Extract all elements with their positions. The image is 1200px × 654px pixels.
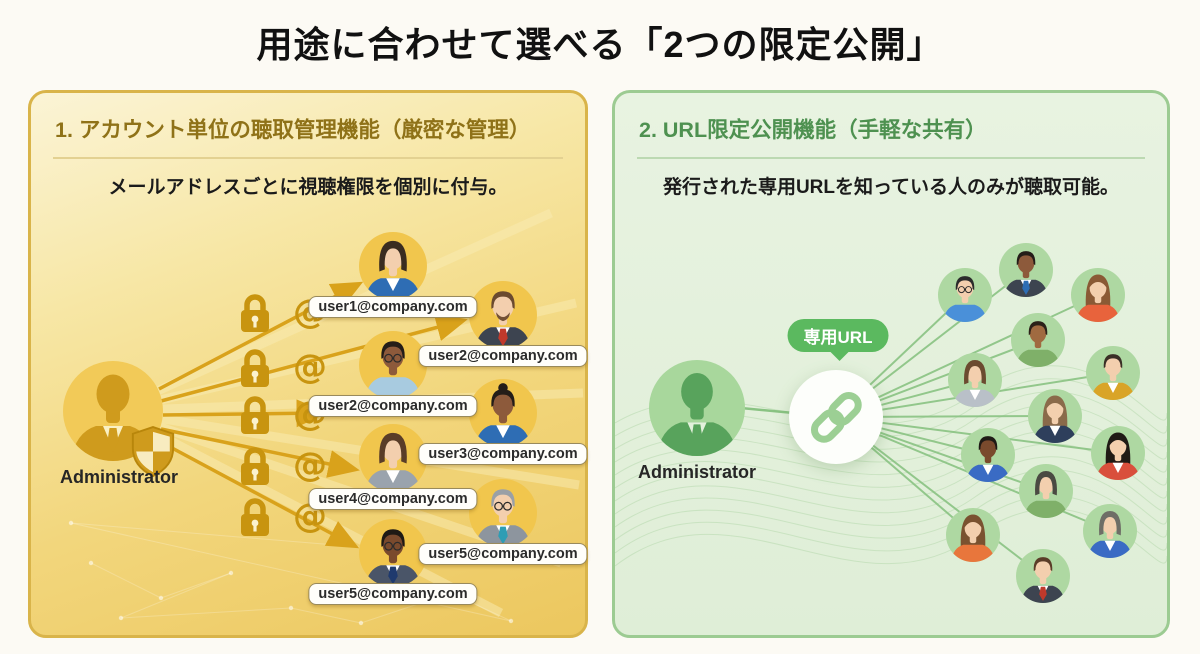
- constellation-line: [290, 607, 362, 624]
- email-label: user1@company.com: [308, 296, 478, 318]
- administrator-label: Administrator: [59, 467, 179, 487]
- wave-decoration: [615, 456, 1167, 515]
- wave-decoration: [615, 469, 1167, 528]
- user-avatar: [359, 424, 427, 492]
- account-permission-panel: @@@@@Administratoruser1@company.comuser2…: [28, 90, 588, 638]
- person-avatar-icon: [1086, 346, 1140, 400]
- person-avatar-icon: [469, 281, 537, 349]
- user-avatar: [469, 479, 537, 547]
- email-label: user4@company.com: [308, 488, 478, 510]
- user-avatar: [961, 428, 1015, 482]
- person-avatar-icon: [999, 243, 1053, 297]
- lock-icon: [241, 294, 269, 332]
- constellation-dot: [228, 570, 234, 576]
- administrator-icon: [649, 360, 745, 456]
- left-panel-divider: [53, 157, 563, 159]
- lock-icon: [241, 396, 269, 434]
- person-avatar-icon: [359, 232, 427, 300]
- person-avatar-icon: [359, 331, 427, 399]
- administrator-label: Administrator: [637, 462, 757, 482]
- user-avatar: [1071, 268, 1125, 322]
- lock-icon: [241, 349, 269, 387]
- constellation-line: [120, 607, 292, 619]
- user-avatar: [469, 379, 537, 447]
- user-avatar: [359, 331, 427, 399]
- email-label: user2@company.com: [418, 345, 588, 367]
- constellation-dot: [508, 618, 514, 624]
- person-avatar-icon: [359, 519, 427, 587]
- dedicated-url-badge: 専用URL: [787, 319, 889, 361]
- person-avatar-icon: [359, 424, 427, 492]
- person-avatar-icon: [469, 479, 537, 547]
- right-panel-heading: 2. URL限定公開機能（手軽な共有）: [639, 118, 987, 142]
- user-avatar: [948, 353, 1002, 407]
- constellation-dot: [88, 560, 94, 566]
- person-avatar-icon: [1019, 464, 1073, 518]
- user-avatar: [999, 243, 1053, 297]
- constellation-line: [120, 572, 232, 619]
- person-avatar-icon: [1091, 426, 1145, 480]
- left-panel-heading: 1. アカウント単位の聴取管理機能（厳密な管理）: [55, 118, 531, 142]
- page-title: 用途に合わせて選べる「2つの限定公開」: [256, 24, 944, 65]
- user-avatar: [1028, 389, 1082, 443]
- person-avatar-icon: [961, 428, 1015, 482]
- administrator-avatar: [649, 360, 745, 456]
- email-label: user3@company.com: [418, 443, 588, 465]
- person-avatar-icon: [1011, 313, 1065, 367]
- grant-arrow: [158, 439, 360, 549]
- person-avatar-icon: [946, 508, 1000, 562]
- email-label: user5@company.com: [308, 583, 478, 605]
- user-avatar: [1019, 464, 1073, 518]
- user-avatar: [1083, 504, 1137, 558]
- ray-decoration: [112, 406, 580, 490]
- person-avatar-icon: [1083, 504, 1137, 558]
- ray-decoration: [110, 407, 504, 617]
- constellation-dot: [288, 605, 294, 611]
- at-icon: @: [293, 347, 327, 387]
- at-icon: @: [293, 445, 327, 485]
- left-panel-subtitle: メールアドレスごとに視聴権限を個別に付与。: [108, 177, 508, 198]
- left-connectors-layer: @@@@@: [68, 208, 584, 626]
- user-avatar: [938, 268, 992, 322]
- shield-icon: [131, 426, 175, 478]
- right-panel-divider: [637, 157, 1145, 159]
- grant-arrow: [160, 313, 468, 403]
- user-avatar: [359, 519, 427, 587]
- user-avatar: [1086, 346, 1140, 400]
- lock-icon: [241, 447, 269, 485]
- constellation-dot: [158, 595, 164, 601]
- url-share-panel: 専用URL Administrator 2. URL限定公開機能（手軽な共有） 発…: [612, 90, 1170, 638]
- person-avatar-icon: [469, 379, 537, 447]
- lock-icon: [241, 498, 269, 536]
- constellation-line: [160, 572, 232, 599]
- user-avatar: [359, 232, 427, 300]
- email-label: user2@company.com: [308, 395, 478, 417]
- email-label: user5@company.com: [418, 543, 588, 565]
- person-avatar-icon: [1028, 389, 1082, 443]
- wave-decoration: [615, 443, 1167, 502]
- link-icon: [810, 391, 862, 443]
- constellation-dot: [358, 620, 364, 626]
- right-panel-subtitle: 発行された専用URLを知っている人のみが聴取可能。: [662, 177, 1120, 198]
- user-avatar: [1016, 549, 1070, 603]
- user-avatar: [1011, 313, 1065, 367]
- person-avatar-icon: [948, 353, 1002, 407]
- constellation-line: [90, 562, 162, 599]
- person-avatar-icon: [1016, 549, 1070, 603]
- user-avatar: [1091, 426, 1145, 480]
- url-share-diagram: 専用URL Administrator: [615, 93, 1167, 635]
- person-avatar-icon: [1071, 268, 1125, 322]
- person-avatar-icon: [938, 268, 992, 322]
- constellation-dot: [118, 615, 124, 621]
- url-link-hub: [789, 370, 883, 464]
- user-avatar: [946, 508, 1000, 562]
- constellation-dot: [68, 520, 74, 526]
- account-permission-diagram: @@@@@Administratoruser1@company.comuser2…: [31, 93, 588, 635]
- user-avatar: [469, 281, 537, 349]
